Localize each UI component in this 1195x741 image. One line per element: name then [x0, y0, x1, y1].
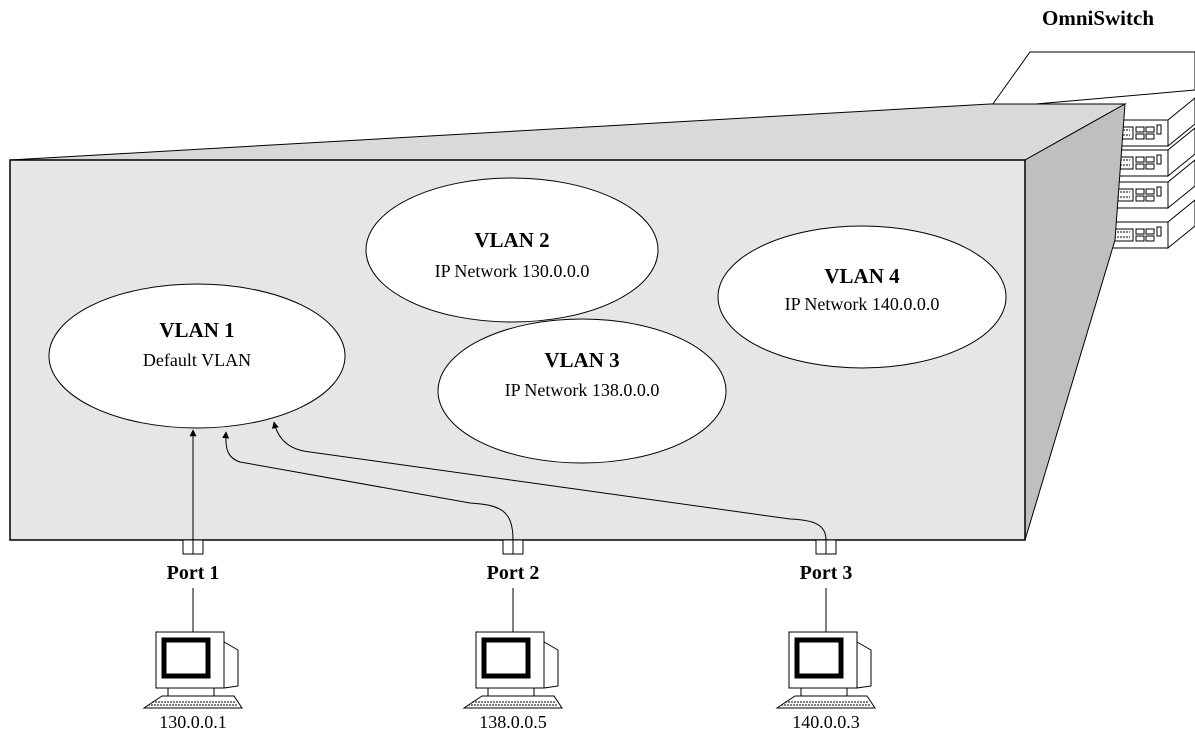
port-3-label: Port 3 — [799, 562, 853, 584]
vlan-4-subtitle: IP Network 140.0.0.0 — [784, 294, 940, 314]
vlan-1-ellipse — [48, 283, 346, 429]
port-1-label: Port 1 — [166, 562, 220, 584]
vlan-1-subtitle: Default VLAN — [142, 350, 252, 370]
port-connector-icon — [182, 539, 204, 555]
vlan-2-title: VLAN 2 — [474, 228, 550, 252]
computer-workstation-icon — [462, 631, 563, 709]
vlan-3-title: VLAN 3 — [544, 348, 620, 372]
vlan-2-ellipse — [365, 177, 659, 323]
workstation-3-ip: 140.0.0.3 — [792, 712, 860, 732]
volume-top-face — [9, 103, 1127, 161]
vlan-4-title: VLAN 4 — [824, 264, 900, 288]
vlan-2-subtitle: IP Network 130.0.0.0 — [434, 261, 590, 281]
vlan-4-ellipse — [717, 225, 1007, 369]
vlan-3-ellipse — [437, 318, 727, 464]
workstation-2-ip: 138.0.0.5 — [479, 712, 547, 732]
vlan-3-subtitle: IP Network 138.0.0.0 — [504, 380, 660, 400]
port-connector-icon — [815, 539, 837, 555]
port-2-link — [222, 431, 514, 541]
computer-workstation-icon — [142, 631, 243, 709]
port-2-label: Port 2 — [486, 562, 540, 584]
workstation-1-ip: 130.0.0.1 — [159, 712, 227, 732]
volume-side-face — [1024, 103, 1126, 541]
port-connector-icon — [502, 539, 524, 555]
computer-workstation-icon — [775, 631, 876, 709]
vlan-1-title: VLAN 1 — [159, 318, 235, 342]
switch-label: OmniSwitch — [1042, 6, 1155, 30]
port-3-link — [271, 421, 827, 541]
